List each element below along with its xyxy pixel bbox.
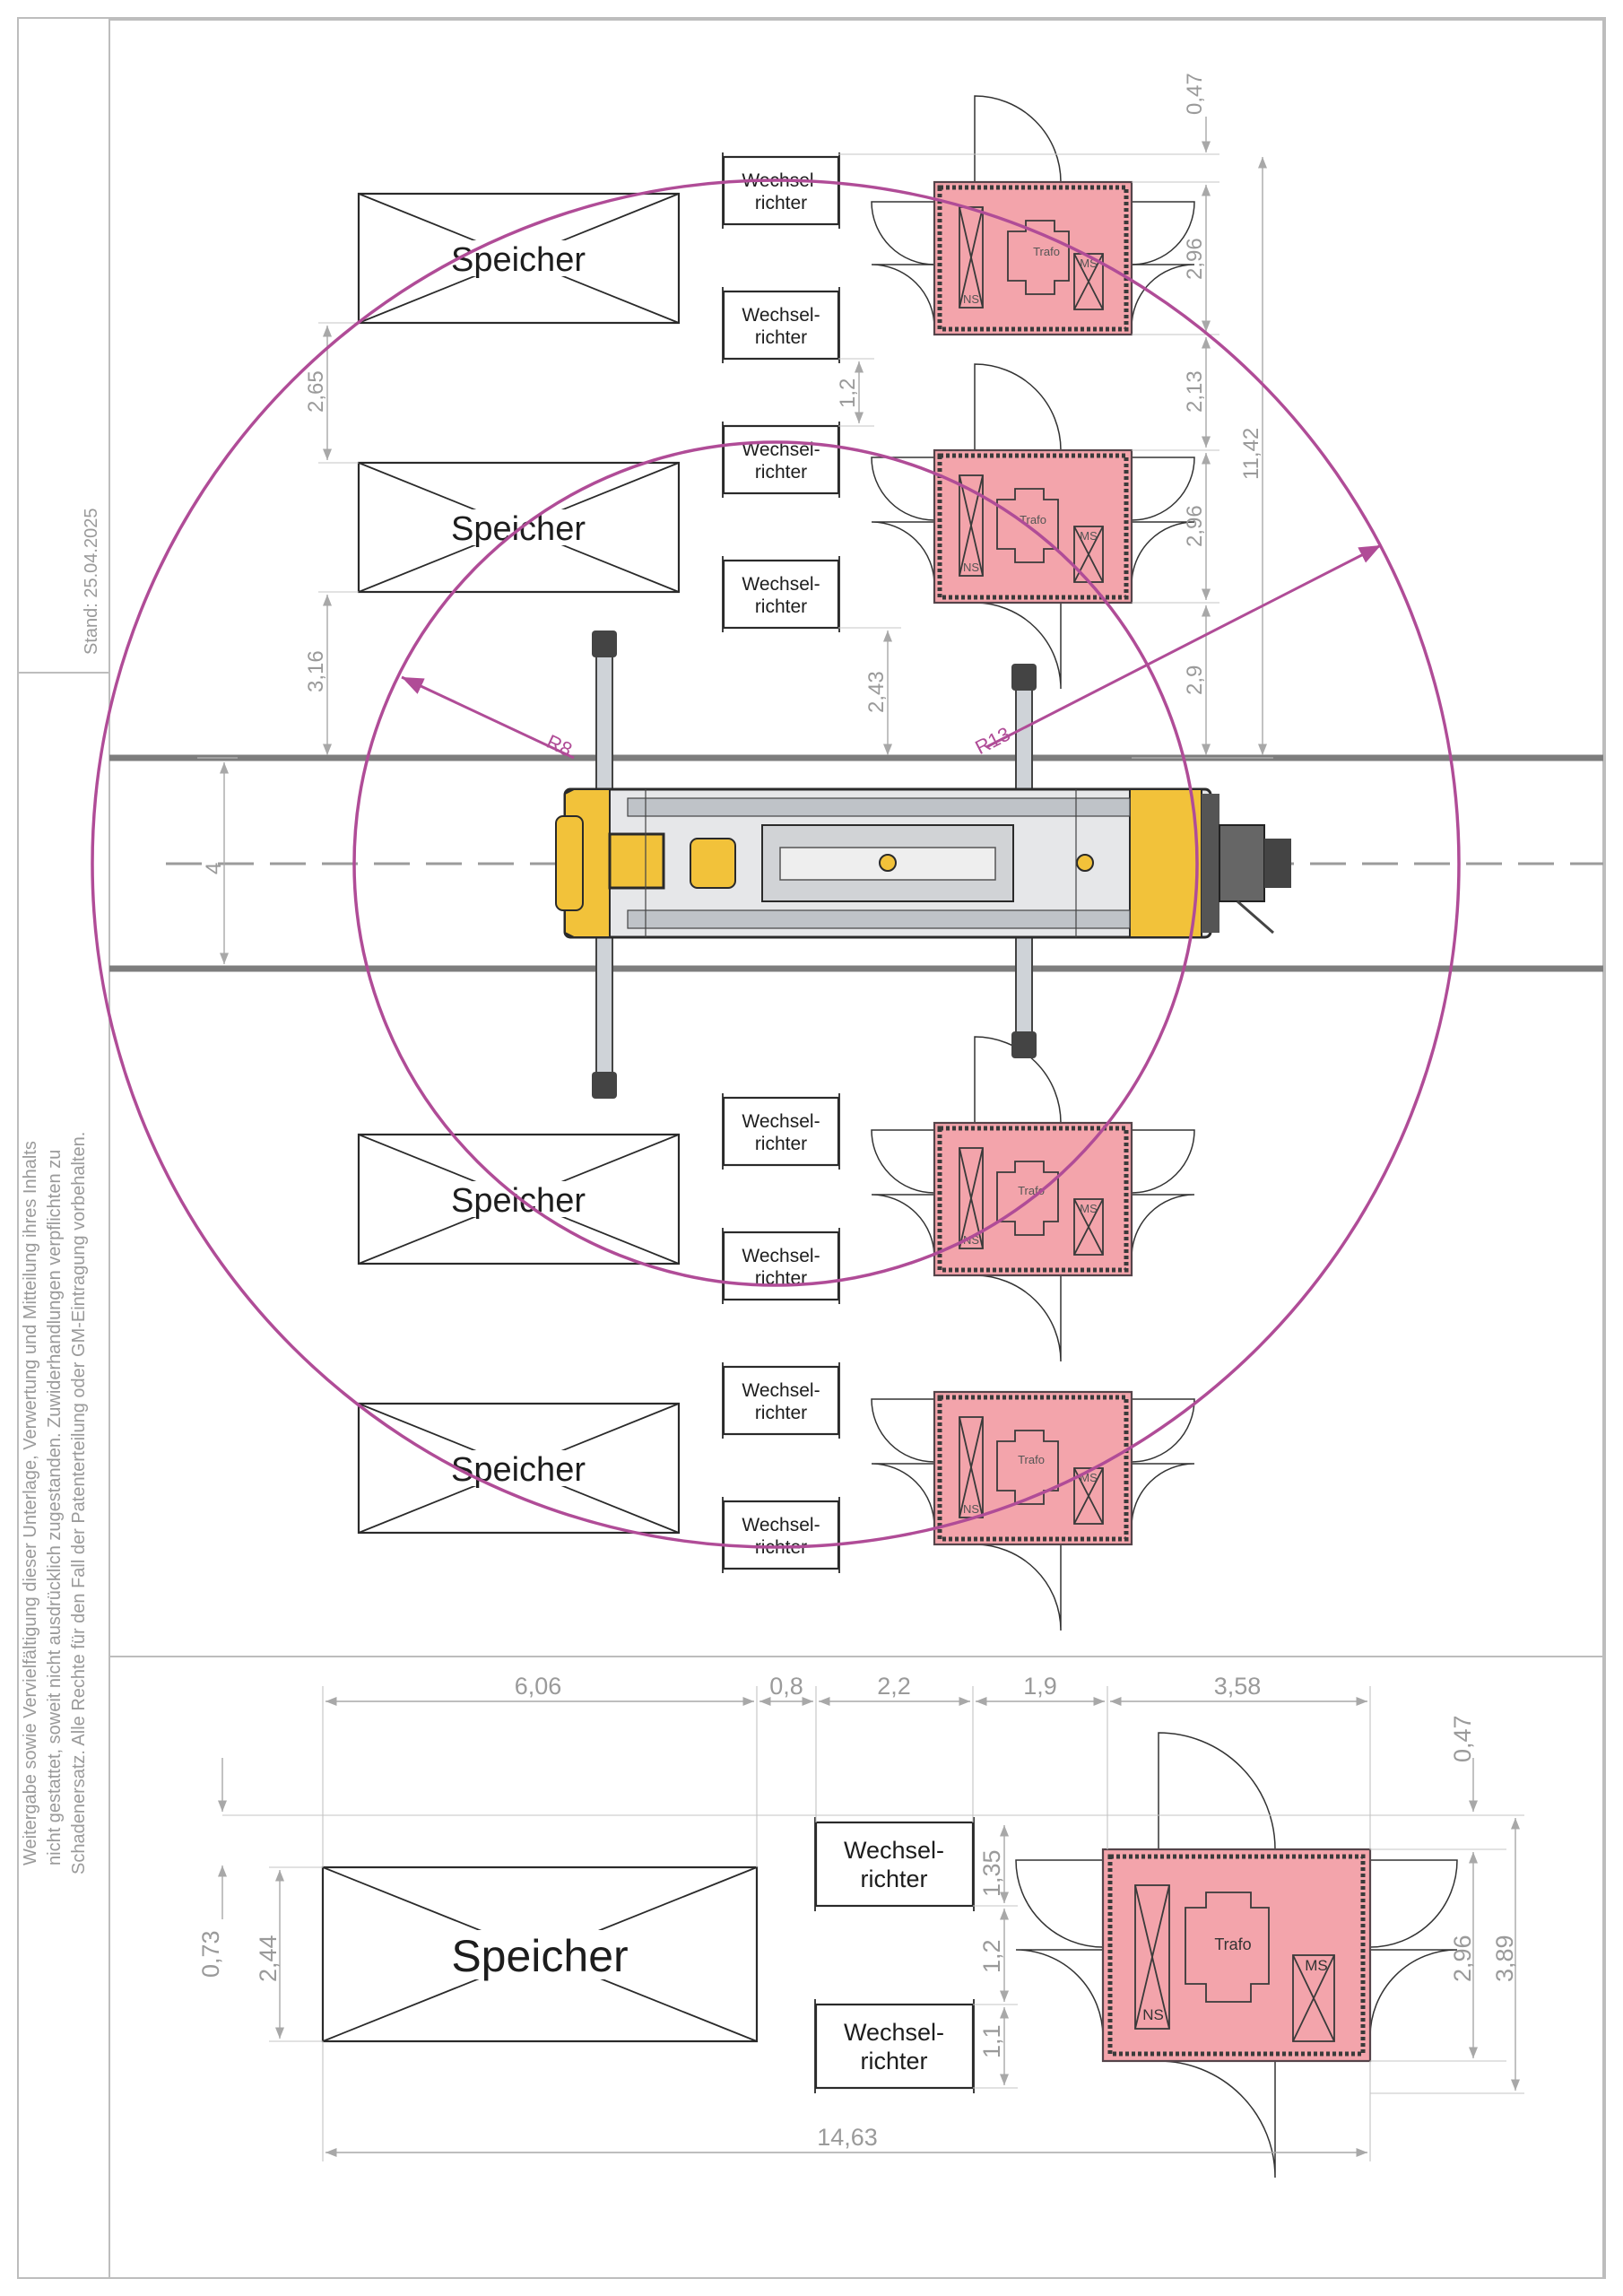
storage-unit: Speicher	[357, 1133, 681, 1265]
inverter-unit: Wechsel- richter	[722, 422, 840, 498]
inverter-label-1: Wechsel-	[742, 439, 820, 460]
dim-213: 2,13	[1183, 370, 1207, 413]
inverter-unit: Wechsel- richter	[722, 152, 840, 229]
inverter-label-2: richter	[755, 462, 807, 483]
disclaimer-line-1: Weitergabe sowie Vervielfältigung dieser…	[21, 1141, 40, 1866]
dim-road-width: 4	[202, 863, 226, 874]
inverter-label-2: richter	[860, 2048, 927, 2074]
storage-label: Speicher	[451, 1182, 586, 1220]
medium-voltage-label: MS	[1080, 529, 1098, 543]
inverter-unit: Wechsel- richter	[722, 1228, 840, 1304]
dim-296-detail: 2,96	[1449, 1935, 1476, 1982]
inverter-label-1: Wechsel-	[742, 1246, 820, 1266]
detail-view: Speicher Wechsel- richter Wechsel- richt…	[197, 1673, 1524, 2179]
transformer-label: Trafo	[1018, 1453, 1045, 1466]
dim-29: 2,9	[1183, 665, 1207, 695]
dim-243: 2,43	[864, 671, 889, 713]
dim-244: 2,44	[255, 1935, 282, 1982]
inverter-label-2: richter	[755, 327, 807, 348]
dim-047: 0,47	[1183, 73, 1207, 115]
sheet-frame	[17, 17, 1606, 2279]
inverter-label-1: Wechsel-	[844, 2019, 944, 2046]
radius-outer-label: R13	[971, 723, 1013, 760]
date-stamp: Stand: 25.04.2025	[82, 509, 101, 655]
inverter-label-2: richter	[860, 1866, 927, 1892]
low-voltage-label: NS	[963, 561, 979, 574]
dim-606: 6,06	[515, 1673, 562, 1700]
transformer-station: Trafo NS MS	[871, 95, 1195, 336]
inverter-unit: Wechsel- richter	[722, 1362, 840, 1439]
inverter-unit: Wechsel- richter	[722, 1497, 840, 1573]
dim-19: 1,9	[1023, 1673, 1057, 1700]
dim-296-a: 2,96	[1183, 238, 1207, 280]
inverter-label-2: richter	[755, 1403, 807, 1423]
medium-voltage-label: MS	[1305, 1957, 1328, 1974]
low-voltage-label: NS	[963, 1502, 979, 1516]
dim-08: 0,8	[769, 1673, 803, 1700]
disclaimer-line-3: Schadenersatz. Alle Rechte für den Fall …	[69, 1132, 89, 1874]
dim-389-detail: 3,89	[1491, 1935, 1518, 1982]
inverter-label-1: Wechsel-	[742, 1380, 820, 1401]
dim-1142: 11,42	[1239, 428, 1263, 480]
disclaimer-line-2: nicht gestattet, soweit nicht ausdrückli…	[45, 1150, 65, 1866]
transformer-station-detail: Trafo NS MS	[1015, 1732, 1458, 2179]
low-voltage-label: NS	[963, 292, 979, 306]
inverter-label-2: richter	[755, 596, 807, 617]
dim-073: 0,73	[197, 1930, 224, 1978]
dim-12-detail: 1,2	[978, 1939, 1005, 1973]
transformer-station: Trafo NS MS	[871, 363, 1195, 690]
transformer-station: Trafo NS MS	[871, 1390, 1195, 1631]
transformer-label: Trafo	[1033, 245, 1060, 258]
dim-265: 2,65	[304, 370, 328, 413]
dim-296-b: 2,96	[1183, 505, 1207, 547]
inverter-unit: Wechsel- richter	[722, 556, 840, 632]
low-voltage-label: NS	[1142, 2006, 1164, 2023]
dim-316: 3,16	[304, 650, 328, 692]
dim-22: 2,2	[877, 1673, 911, 1700]
dim-047-detail: 0,47	[1449, 1715, 1476, 1762]
inverter-label-1: Wechsel-	[742, 1111, 820, 1132]
dim-1463: 14,63	[817, 2124, 878, 2151]
access-road: 4	[109, 754, 1603, 972]
inverter-label-2: richter	[755, 1134, 807, 1154]
inverter-label-1: Wechsel-	[742, 574, 820, 595]
storage-unit: Speicher	[357, 461, 681, 594]
storage-label: Speicher	[451, 1451, 586, 1489]
inverter-label-1: Wechsel-	[742, 1515, 820, 1535]
sidebar: Stand: 25.04.2025 Weitergabe sowie Vervi…	[21, 509, 101, 1874]
medium-voltage-label: MS	[1080, 1202, 1098, 1215]
inverter-label-1: Wechsel-	[844, 1837, 944, 1864]
dim-12: 1,2	[836, 378, 860, 408]
storage-unit: Speicher	[357, 1402, 681, 1535]
transformer-label: Trafo	[1214, 1935, 1251, 1953]
dimensions-top: 0,47 2,96 2,13 2,96 2,9 11,42 2,65 3,16 …	[304, 73, 1273, 759]
inverter-label-1: Wechsel-	[742, 305, 820, 326]
storage-unit: Speicher	[357, 192, 681, 325]
dim-358: 3,58	[1214, 1673, 1262, 1700]
inverter-unit: Wechsel- richter	[722, 1093, 840, 1170]
storage-label: Speicher	[451, 241, 586, 279]
dim-11: 1,1	[978, 2024, 1005, 2058]
inverter-label-2: richter	[755, 193, 807, 213]
mobile-crane	[555, 631, 1291, 1099]
inverter-unit: Wechsel- richter	[722, 287, 840, 363]
dim-135: 1,35	[978, 1849, 1005, 1897]
storage-label-detail: Speicher	[451, 1931, 628, 1981]
